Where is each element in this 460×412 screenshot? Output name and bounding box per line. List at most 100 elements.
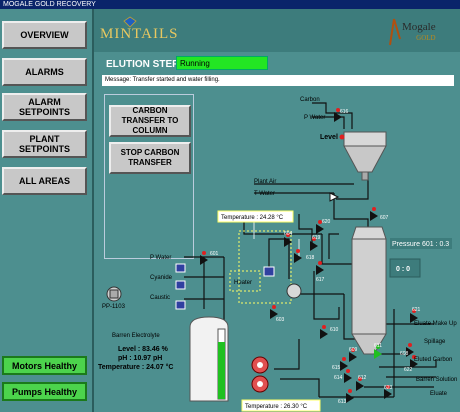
valve-603-label: 603 bbox=[276, 317, 285, 323]
valve-612-label: 612 bbox=[358, 375, 367, 381]
barren-solution-label: Barren Solution bbox=[416, 377, 457, 383]
carbon-label: Carbon bbox=[300, 97, 320, 103]
pressure-box bbox=[390, 238, 452, 249]
plant-air-valve-icon bbox=[329, 192, 340, 202]
caustic-label: Caustic bbox=[150, 295, 170, 301]
valve-622-icon bbox=[410, 355, 418, 369]
window-titlebar: MOGALE GOLD RECOVERY bbox=[0, 0, 460, 9]
tank-level-readout: Level : 83.46 % bbox=[118, 346, 169, 353]
pump-pp1103-icon bbox=[106, 286, 122, 302]
valve-610-icon bbox=[320, 325, 328, 339]
valve-609-label: 609 bbox=[349, 347, 358, 353]
valve-604-icon bbox=[284, 233, 292, 247]
valve-608-icon bbox=[406, 343, 414, 357]
t-water-label: T Water bbox=[254, 191, 275, 197]
plant-air-label: Plant Air bbox=[254, 179, 276, 185]
mintails-diamond-icon bbox=[123, 16, 137, 28]
temperature-top-box bbox=[217, 210, 294, 223]
valve-616-label: 616 bbox=[340, 109, 349, 115]
valve-613-label: 613 bbox=[338, 399, 347, 405]
valve-607-icon bbox=[370, 207, 378, 221]
barren-electrolyte-label: Barren Electrolyte bbox=[112, 333, 160, 339]
valve-617-label: 617 bbox=[316, 277, 325, 283]
valve-611-label: 611 bbox=[374, 343, 382, 349]
valve-609-icon bbox=[349, 348, 357, 362]
valve-619-icon bbox=[310, 237, 318, 251]
valve-608-label: 608 bbox=[400, 351, 409, 357]
valve-615-label: 615 bbox=[332, 365, 341, 371]
valve-617-icon bbox=[316, 261, 324, 275]
nav-alarms-button[interactable]: ALARMS bbox=[2, 58, 87, 86]
eluate-makeup-label: Eluate Make Up bbox=[414, 321, 457, 327]
nav-all-areas-button[interactable]: ALL AREAS bbox=[2, 167, 87, 195]
eluted-carbon-label: Eluted Carbon bbox=[414, 357, 452, 363]
elution-column bbox=[351, 226, 387, 355]
motors-status-button[interactable]: Motors Healthy bbox=[2, 356, 87, 375]
valve-621-icon bbox=[410, 309, 418, 323]
valve-614-label: 614 bbox=[334, 375, 343, 381]
valve-619-label: 619 bbox=[312, 235, 321, 241]
level-alarm-icon bbox=[339, 134, 345, 140]
cyanide-valve-icon bbox=[175, 280, 186, 290]
mogale-logo-text: Mogale bbox=[402, 21, 436, 33]
barren-electrolyte-tank bbox=[189, 316, 229, 402]
pumps-status-button[interactable]: Pumps Healthy bbox=[2, 382, 87, 401]
process-diagram: Heater Carbon P Water Level Plant Air T … bbox=[98, 16, 457, 412]
tank-temperature-readout: Temperature : 24.07 °C bbox=[98, 363, 173, 371]
counter-box bbox=[389, 258, 421, 278]
carbon-hopper bbox=[343, 131, 387, 181]
valve-618-icon bbox=[294, 249, 302, 263]
p-water-top-label: P Water bbox=[304, 115, 325, 121]
counter-readout: 0 : 0 bbox=[396, 266, 410, 273]
center-valve-icon bbox=[263, 266, 275, 277]
valve-623-icon bbox=[384, 385, 392, 399]
valve-604-label: 604 bbox=[284, 231, 293, 237]
valve-607-label: 607 bbox=[380, 215, 389, 221]
valve-603-icon bbox=[270, 305, 278, 319]
red-pump-1-icon bbox=[251, 356, 269, 374]
heater-label: Heater bbox=[234, 280, 252, 286]
window-title: MOGALE GOLD RECOVERY bbox=[3, 1, 96, 8]
cyanide-label: Cyanide bbox=[150, 275, 173, 281]
nav-plant-setpoints-button[interactable]: PLANT SETPOINTS bbox=[2, 130, 87, 158]
temperature-bottom-readout: Temperature : 26.30 °C bbox=[245, 404, 308, 410]
message-bar: Message: Transfer started and water fill… bbox=[102, 75, 454, 86]
elution-step-label: ELUTION STEP bbox=[106, 59, 179, 70]
carbon-transfer-button[interactable]: CARBON TRANSFER TO COLUMN bbox=[109, 105, 191, 137]
valve-615-icon bbox=[340, 357, 348, 371]
valve-620-label: 620 bbox=[322, 219, 331, 225]
temperature-top-readout: Temperature : 24.28 °C bbox=[221, 215, 284, 221]
valve-618-label: 618 bbox=[306, 255, 315, 261]
p-water-valve-icon bbox=[175, 263, 186, 273]
valve-616-icon bbox=[334, 108, 342, 122]
stop-carbon-transfer-button[interactable]: STOP CARBON TRANSFER bbox=[109, 142, 191, 174]
control-panel: CARBON TRANSFER TO COLUMN STOP CARBON TR… bbox=[104, 94, 194, 259]
pressure-readout: Pressure 601 : 0.3 bbox=[392, 241, 449, 248]
valve-611-icon bbox=[374, 345, 382, 359]
nav-alarm-setpoints-button[interactable]: ALARM SETPOINTS bbox=[2, 93, 87, 121]
sidebar: OVERVIEW ALARMS ALARM SETPOINTS PLANT SE… bbox=[0, 9, 94, 412]
caustic-valve-icon bbox=[175, 300, 186, 310]
level-label: Level bbox=[320, 134, 338, 141]
heater-loop-outline bbox=[238, 230, 292, 304]
valve-621-label: 621 bbox=[412, 307, 421, 313]
temperature-bottom-box bbox=[241, 399, 321, 412]
nav-overview-button[interactable]: OVERVIEW bbox=[2, 21, 87, 49]
mintails-logo: MINTAILS bbox=[100, 26, 179, 42]
valve-601-label: 601 bbox=[210, 251, 219, 257]
valve-622-label: 622 bbox=[404, 367, 413, 373]
eluate-label: Eluate bbox=[430, 391, 448, 397]
mogale-logo-sub: GOLD bbox=[416, 34, 436, 42]
valve-612-icon bbox=[356, 377, 364, 391]
tank-level-bar bbox=[218, 342, 225, 399]
p-water-left-label: P Water bbox=[150, 255, 171, 261]
valve-623-label: 623 bbox=[384, 385, 393, 391]
heat-exchanger-icon bbox=[286, 283, 302, 299]
valve-620-icon bbox=[316, 220, 324, 234]
valve-610-label: 610 bbox=[330, 327, 339, 333]
elution-step-status: Running bbox=[176, 56, 268, 70]
valve-613-icon bbox=[346, 389, 354, 403]
